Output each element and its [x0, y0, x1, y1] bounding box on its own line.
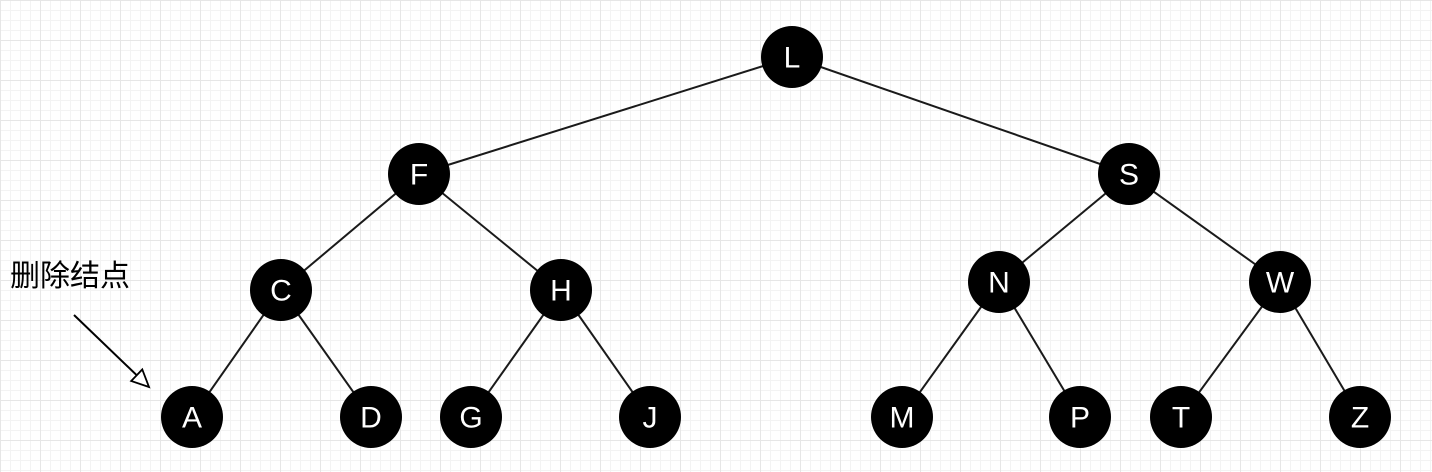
node-circle: [761, 26, 823, 88]
node-label: J: [643, 402, 658, 435]
node-label: D: [360, 402, 382, 435]
edge-l-s: [791, 56, 1130, 175]
node-label: L: [784, 42, 801, 75]
tree-node-g: G: [440, 386, 502, 448]
node-circle: [388, 143, 450, 205]
node-label: P: [1070, 402, 1090, 435]
tree-node-m: M: [871, 386, 933, 448]
tree-node-j: J: [619, 386, 681, 448]
tree-node-p: P: [1049, 386, 1111, 448]
node-circle: [440, 386, 502, 448]
node-circle: [530, 259, 592, 321]
node-label: H: [550, 275, 572, 308]
tree-nodes: L F S C H N W A D G J M P T Z: [161, 26, 1391, 448]
node-circle: [340, 386, 402, 448]
node-circle: [871, 386, 933, 448]
edge-l-f: [418, 56, 793, 175]
tree-node-c: C: [250, 259, 312, 321]
node-label: M: [890, 402, 915, 435]
node-label: C: [270, 275, 292, 308]
tree-node-l: L: [761, 26, 823, 88]
node-circle: [619, 386, 681, 448]
node-label: Z: [1351, 402, 1369, 435]
node-label: S: [1119, 159, 1139, 192]
node-circle: [1049, 386, 1111, 448]
tree-node-h: H: [530, 259, 592, 321]
tree-node-s: S: [1098, 143, 1160, 205]
annotation-arrow: [73, 314, 149, 387]
tree-node-a: A: [161, 386, 223, 448]
node-label: A: [182, 402, 202, 435]
node-circle: [1098, 143, 1160, 205]
delete-node-annotation: 删除结点: [10, 259, 130, 294]
node-label: T: [1172, 402, 1190, 435]
node-circle: [968, 251, 1030, 313]
node-circle: [1150, 386, 1212, 448]
tree-node-d: D: [340, 386, 402, 448]
node-circle: [1249, 251, 1311, 313]
tree-node-t: T: [1150, 386, 1212, 448]
node-circle: [250, 259, 312, 321]
node-label: G: [459, 402, 482, 435]
tree-edges: [191, 56, 1361, 418]
tree-node-w: W: [1249, 251, 1311, 313]
node-label: F: [410, 159, 428, 192]
tree-node-n: N: [968, 251, 1030, 313]
node-circle: [1329, 386, 1391, 448]
node-label: W: [1266, 267, 1295, 300]
node-circle: [161, 386, 223, 448]
tree-node-f: F: [388, 143, 450, 205]
tree-node-z: Z: [1329, 386, 1391, 448]
node-label: N: [988, 267, 1010, 300]
